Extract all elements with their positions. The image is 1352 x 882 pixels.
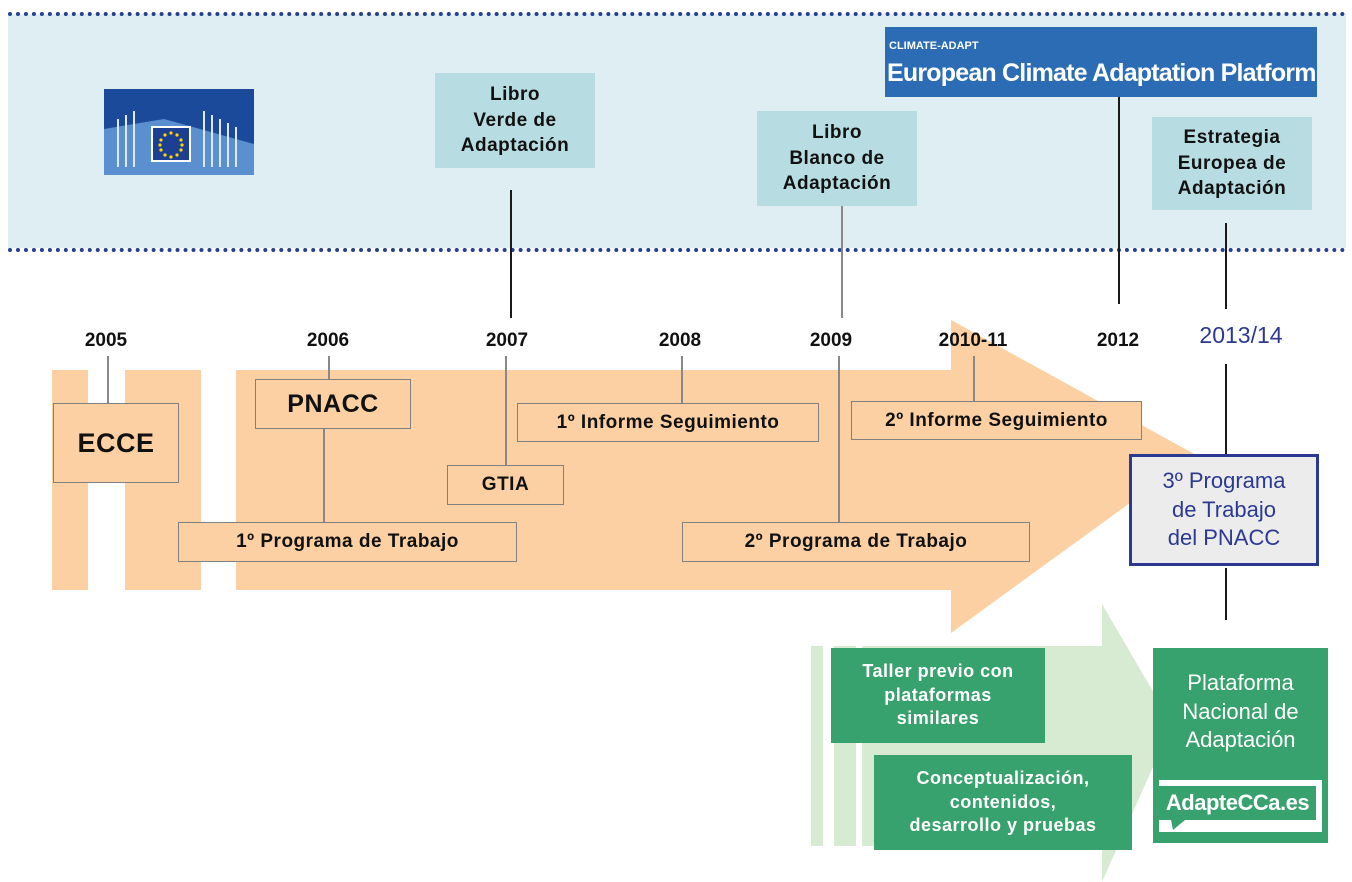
climate-adapt-title: European Climate Adaptation Platform xyxy=(887,59,1316,87)
connector-2007 xyxy=(510,190,512,318)
libro-blanco-box: Libro Blanco de Adaptación xyxy=(757,111,917,206)
connector-2005 xyxy=(107,356,109,404)
green-strip-1 xyxy=(811,646,823,846)
year-2012: 2012 xyxy=(1096,330,1140,351)
ecce-box: ECCE xyxy=(53,403,179,483)
plataforma-label: Plataforma Nacional de Adaptación xyxy=(1182,670,1299,753)
conceptualizacion-box: Conceptualización, contenidos, desarroll… xyxy=(874,755,1132,850)
year-2013-14: 2013/14 xyxy=(1199,322,1283,348)
timeline-arrow xyxy=(236,320,1196,633)
year-2010-11: 2010-11 xyxy=(938,330,1008,351)
informe-1-box: 1º Informe Seguimiento xyxy=(517,403,819,442)
connector-pnacc-programa xyxy=(323,428,325,523)
connector-2013-programa xyxy=(1225,364,1227,454)
programa-2-box: 2º Programa de Trabajo xyxy=(682,522,1030,562)
connector-2008 xyxy=(681,356,683,404)
climate-adapt-small-label: CLIMATE-ADAPT xyxy=(889,40,979,52)
dotted-line-top xyxy=(8,12,1346,16)
estrategia-box: Estrategia Europea de Adaptación xyxy=(1152,117,1312,210)
adaptecca-label: AdapteCCa.es xyxy=(1159,786,1316,820)
year-2009: 2009 xyxy=(809,330,853,351)
connector-programa-plataforma xyxy=(1225,568,1227,620)
libro-verde-box: Libro Verde de Adaptación xyxy=(435,73,595,168)
connector-2013 xyxy=(1225,223,1227,309)
connector-2009 xyxy=(841,206,843,318)
connector-2009-programa xyxy=(838,356,840,523)
dotted-line-bottom xyxy=(8,248,1346,252)
year-2005: 2005 xyxy=(84,330,128,351)
year-2008: 2008 xyxy=(658,330,702,351)
climate-adapt-banner: CLIMATE-ADAPT European Climate Adaptatio… xyxy=(885,27,1317,97)
informe-2-box: 2º Informe Seguimiento xyxy=(851,401,1142,440)
programa-3-box: 3º Programa de Trabajo del PNACC xyxy=(1129,454,1319,566)
connector-2007-gtia xyxy=(505,356,507,466)
european-commission-logo xyxy=(104,89,254,175)
pnacc-box: PNACC xyxy=(255,379,411,429)
plataforma-box: Plataforma Nacional de Adaptación Adapte… xyxy=(1153,648,1328,843)
connector-2010 xyxy=(973,356,975,401)
speech-pointer-icon xyxy=(1171,820,1185,830)
connector-2006 xyxy=(328,356,330,380)
year-2006: 2006 xyxy=(306,330,350,351)
year-2007: 2007 xyxy=(485,330,529,351)
gtia-box: GTIA xyxy=(447,465,564,505)
taller-box: Taller previo con plataformas similares xyxy=(831,648,1045,743)
connector-2012 xyxy=(1118,97,1120,304)
adaptecca-logo: AdapteCCa.es xyxy=(1159,780,1322,832)
programa-1-box: 1º Programa de Trabajo xyxy=(178,522,517,562)
